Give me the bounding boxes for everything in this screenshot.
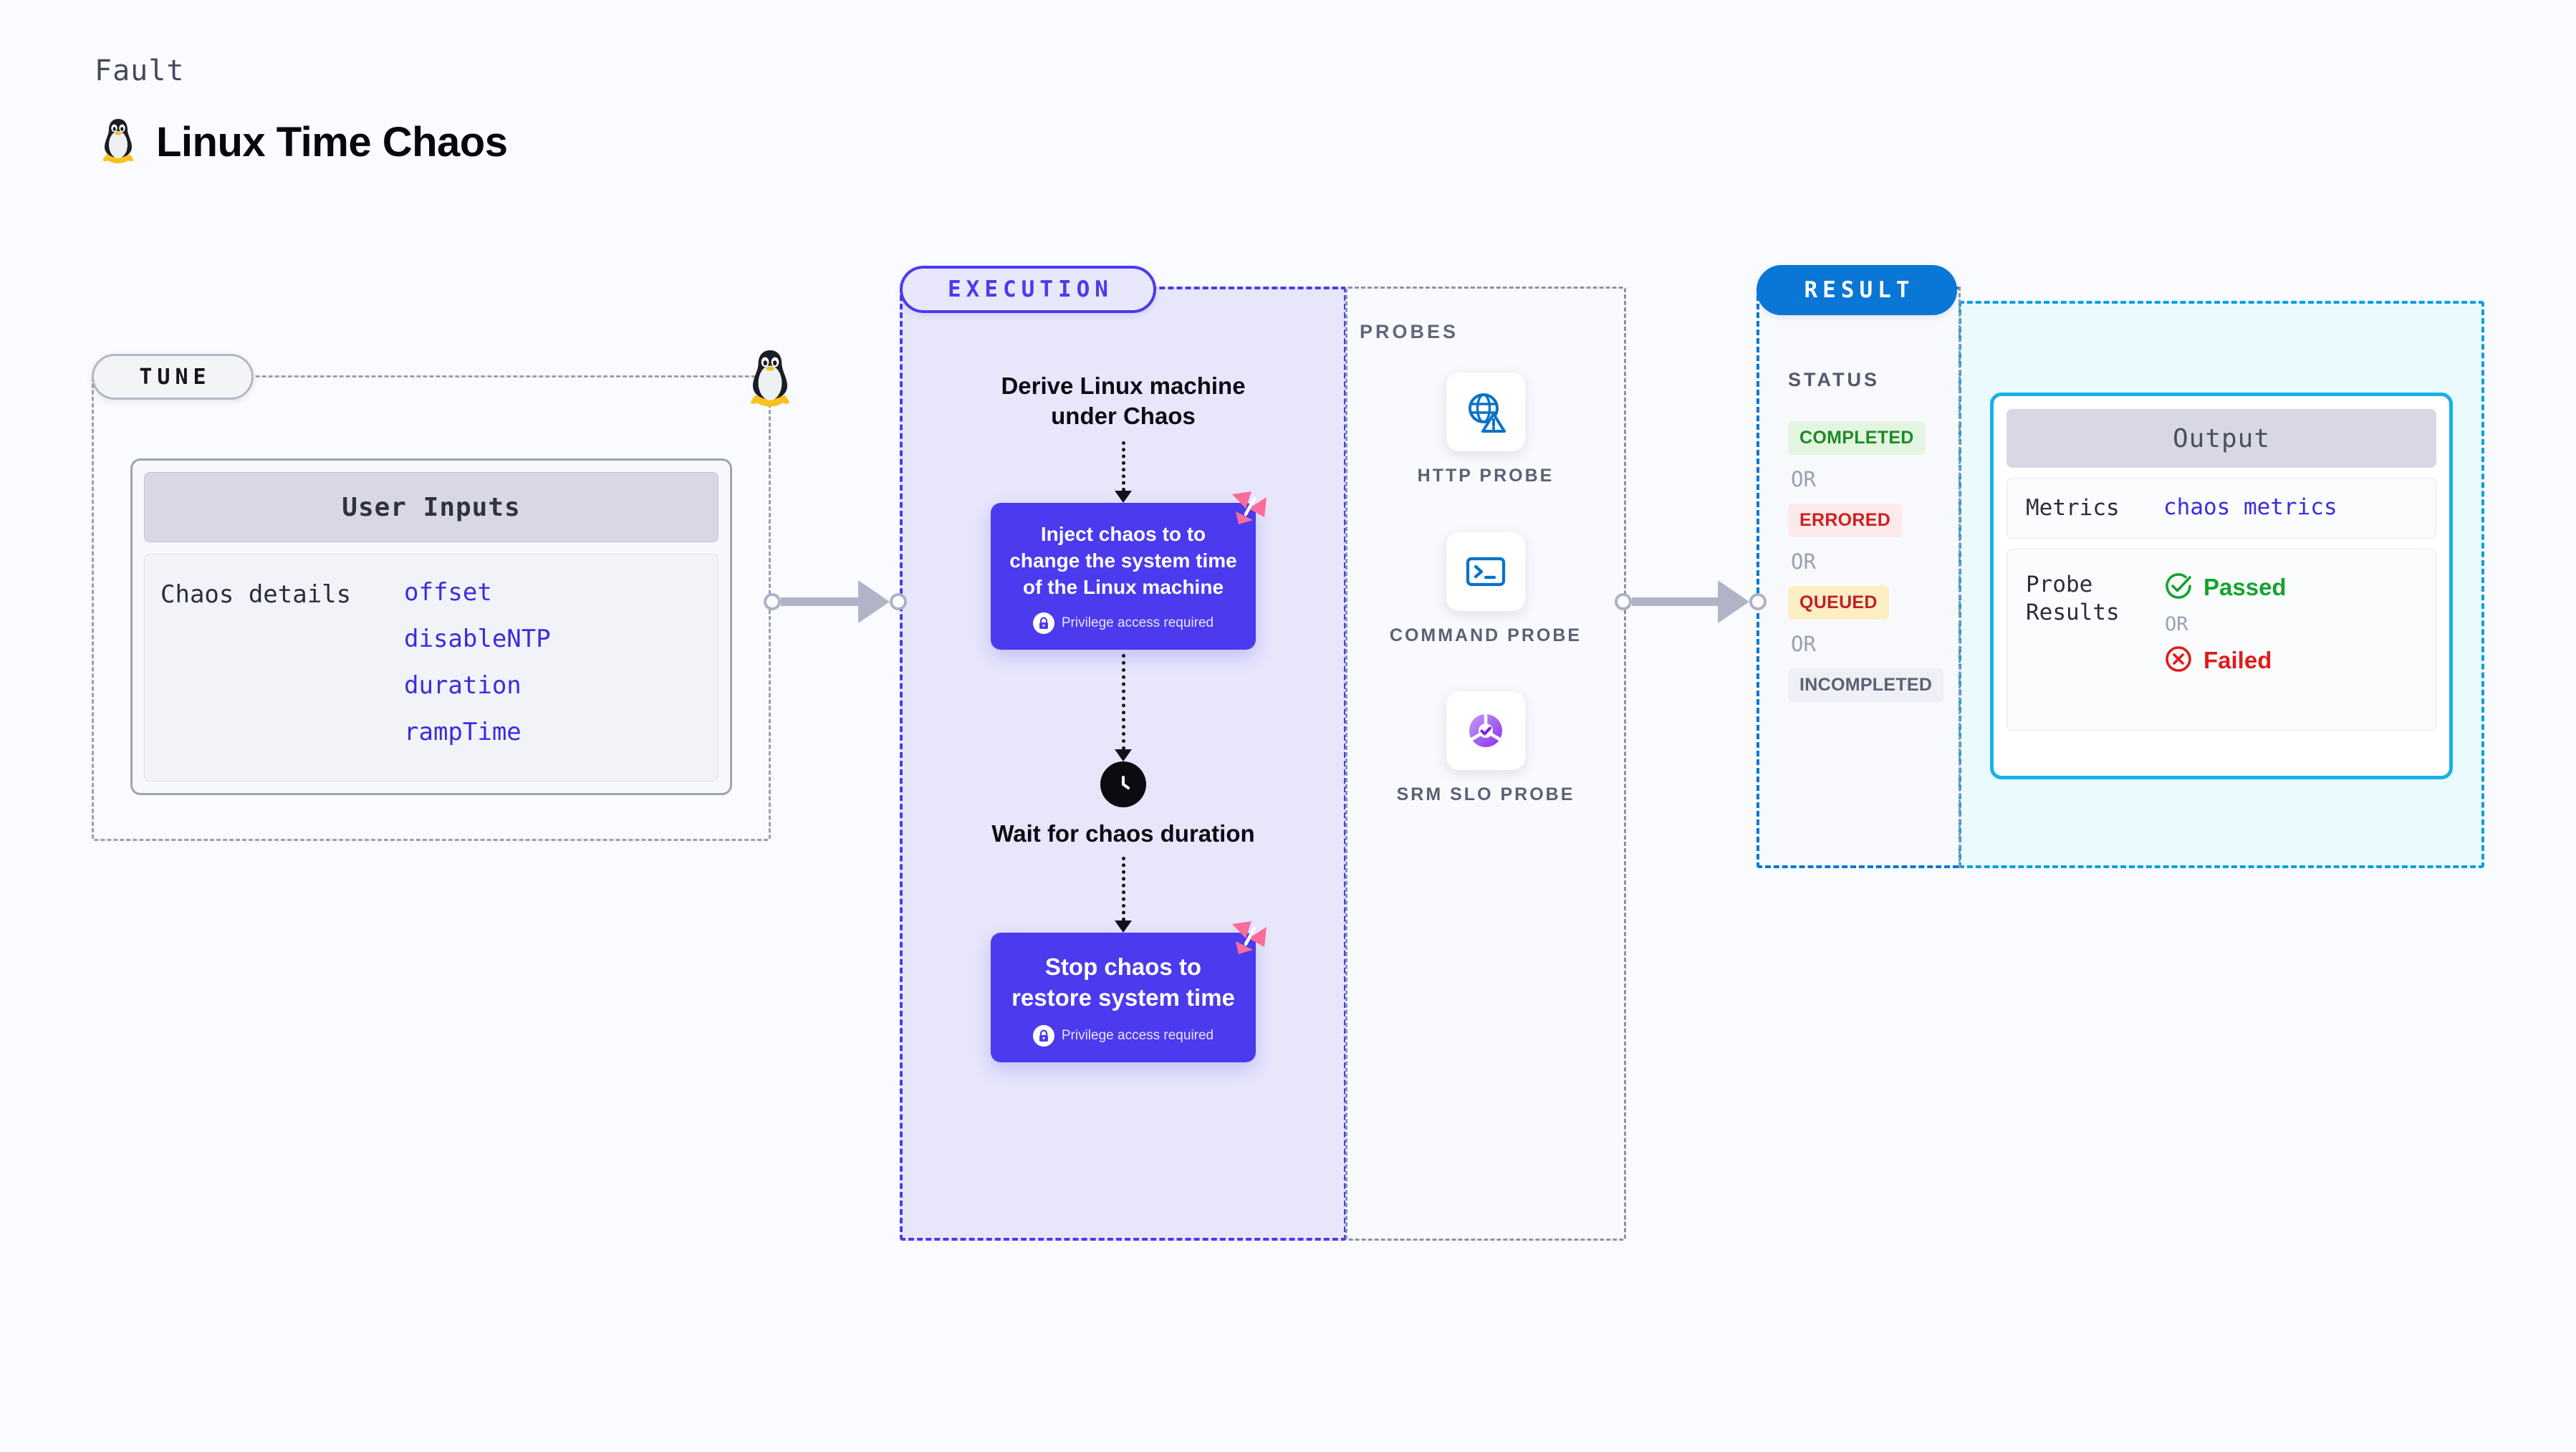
flow-arrow-tip [1115, 920, 1132, 933]
connector-shaft [1632, 597, 1719, 606]
chaos-details-params: offset disableNTP duration rampTime [404, 580, 551, 765]
status-title: STATUS [1788, 369, 1880, 390]
slo-donut-check-icon [1446, 691, 1525, 770]
flow-arrow-3 [1115, 856, 1132, 933]
output-card: Output Metrics chaos metrics Probe Resul… [1990, 393, 2453, 779]
chaos-details-label: Chaos details [160, 580, 352, 609]
failed-label: Failed [2203, 647, 2272, 674]
flow-arrow-line [1121, 856, 1125, 921]
harness-logo-icon [1227, 917, 1272, 961]
probe-results-key: Probe Results [2026, 571, 2120, 625]
flow-arrow-1 [1115, 441, 1132, 504]
probe-item-http[interactable]: HTTP PROBE [1418, 372, 1554, 488]
flow-arrow-tip [1115, 491, 1132, 504]
connector-execution-to-result [1615, 580, 1767, 623]
param-disablentp[interactable]: disableNTP [404, 625, 551, 653]
stop-privilege-note: Privilege access required [1008, 1024, 1239, 1047]
connector-start-dot [764, 593, 781, 610]
wait-step-label: Wait for chaos duration [991, 820, 1255, 847]
x-circle-icon [2163, 644, 2193, 678]
probe-label-command: COMMAND PROBE [1389, 625, 1582, 645]
passed-label: Passed [2203, 574, 2287, 601]
harness-logo-icon [1227, 487, 1272, 532]
flow-arrow-line [1121, 654, 1125, 751]
output-header: Output [2007, 409, 2436, 468]
status-or-1: OR [1791, 467, 1816, 491]
probe-result-passed: Passed [2163, 571, 2287, 605]
stop-chaos-card[interactable]: Stop chaos to restore system time Privil… [991, 920, 1267, 1062]
metrics-key: Metrics [2026, 495, 2120, 521]
connector-end-dot [890, 593, 907, 610]
probes-title: PROBES [1360, 321, 1459, 342]
status-or-3: OR [1791, 632, 1816, 656]
status-badge-queued: QUEUED [1788, 586, 1889, 620]
status-badge-completed: COMPLETED [1788, 421, 1926, 455]
terminal-prompt-icon [1446, 532, 1525, 611]
status-column: STATUS COMPLETED OR ERRORED OR QUEUED OR… [1756, 287, 1959, 868]
param-duration[interactable]: duration [404, 671, 522, 700]
stop-chaos-title: Stop chaos to restore system time [1011, 953, 1235, 1011]
connector-arrowhead [858, 580, 890, 623]
execution-pill[interactable]: EXECUTION [900, 266, 1156, 313]
lock-icon [1032, 1024, 1054, 1047]
status-or-2: OR [1791, 549, 1816, 574]
connector-end-dot [1749, 593, 1767, 610]
connector-arrowhead [1718, 580, 1749, 623]
inject-privilege-note: Privilege access required [1008, 612, 1239, 635]
status-panel [1756, 287, 1959, 868]
connector-start-dot [1615, 593, 1632, 610]
page-title-row: Linux Time Chaos [97, 116, 508, 168]
linux-tux-icon [739, 347, 801, 408]
globe-warning-icon [1446, 372, 1525, 451]
tune-pill[interactable]: TUNE [92, 354, 254, 400]
status-badge-incompleted: INCOMPLETED [1788, 668, 1944, 702]
page-eyebrow: Fault [95, 54, 185, 87]
output-row-metrics: Metrics chaos metrics [2007, 478, 2436, 539]
inject-chaos-title: Inject chaos to to change the system tim… [1009, 523, 1237, 599]
stop-privilege-text: Privilege access required [1061, 1027, 1214, 1043]
flow-arrow-line [1121, 441, 1125, 492]
clock-icon [1100, 761, 1146, 808]
output-row-probe-results: Probe Results Passed OR [2007, 548, 2436, 731]
derive-step-label: Derive Linux machine under Chaos [1001, 372, 1246, 430]
probe-item-command[interactable]: COMMAND PROBE [1390, 532, 1582, 648]
param-offset[interactable]: offset [404, 578, 492, 607]
user-inputs-card: User Inputs Chaos details offset disable… [130, 458, 732, 795]
execution-flow: Derive Linux machine under Chaos Inject … [900, 287, 1347, 1241]
probe-label-http: HTTP PROBE [1417, 466, 1554, 486]
inject-privilege-text: Privilege access required [1061, 615, 1214, 631]
flow-arrow-2 [1115, 654, 1132, 762]
result-pill[interactable]: RESULT [1756, 265, 1957, 315]
probe-label-srm-slo: SRM SLO PROBE [1396, 784, 1575, 804]
user-inputs-header: User Inputs [144, 472, 719, 542]
status-badge-errored: ERRORED [1788, 504, 1903, 537]
page-title: Linux Time Chaos [156, 119, 508, 165]
connector-shaft [781, 597, 860, 606]
inject-chaos-card[interactable]: Inject chaos to to change the system tim… [991, 491, 1267, 650]
probe-result-or: OR [2165, 612, 2188, 635]
lock-icon [1032, 612, 1054, 635]
connector-tune-to-execution [764, 580, 907, 623]
metrics-value[interactable]: chaos metrics [2163, 494, 2337, 520]
status-divider [1959, 287, 1961, 868]
probe-results-values: Passed OR Failed [2163, 571, 2287, 678]
flow-arrow-tip [1115, 749, 1132, 762]
probe-result-failed: Failed [2163, 644, 2287, 678]
linux-tux-icon [97, 116, 139, 168]
param-ramptime[interactable]: rampTime [404, 718, 522, 746]
check-circle-icon [2163, 571, 2193, 605]
probe-item-srm-slo[interactable]: SRM SLO PROBE [1397, 691, 1575, 807]
user-inputs-body: Chaos details offset disableNTP duration… [144, 554, 719, 782]
probes-list: HTTP PROBE COMMAND PROBE [1345, 287, 1626, 1241]
